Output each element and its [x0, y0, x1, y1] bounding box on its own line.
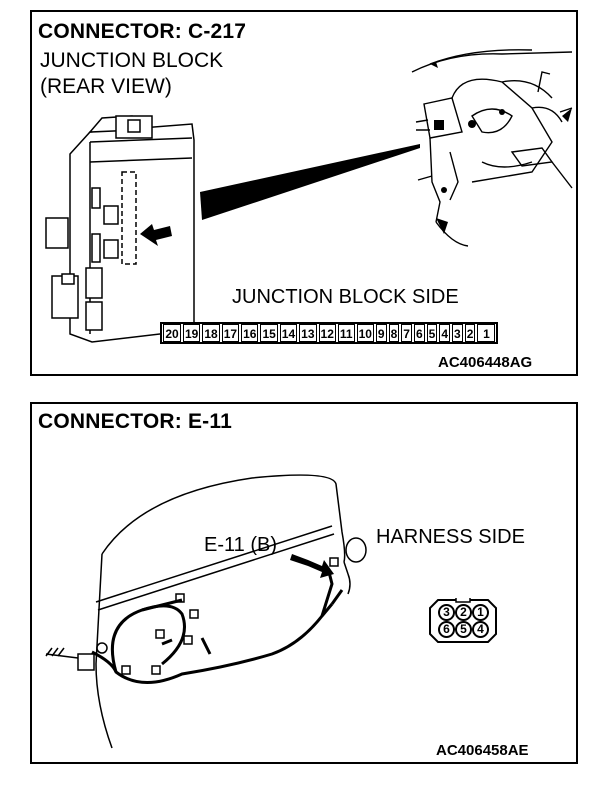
pin-1: 1 — [477, 324, 496, 342]
pin-6: 6 — [413, 324, 425, 342]
pin-1: 1 — [472, 604, 489, 621]
connector-c217-panel: CONNECTOR: C-217 JUNCTION BLOCK (REAR VI… — [30, 10, 578, 376]
pin-15: 15 — [260, 324, 278, 342]
pin-17: 17 — [221, 324, 240, 342]
pin-20: 20 — [163, 324, 181, 342]
pin-16: 16 — [241, 324, 259, 342]
pin-9: 9 — [375, 324, 387, 342]
door-harness-illustration — [45, 474, 367, 749]
harness-side-label: HARNESS SIDE — [376, 526, 525, 548]
panel-title: CONNECTOR: E-11 — [38, 410, 232, 433]
pin-12: 12 — [318, 324, 336, 342]
pin-3: 3 — [452, 324, 463, 342]
subtitle-line-2: (REAR VIEW) — [40, 75, 172, 98]
pin-4: 4 — [439, 324, 451, 342]
pin-2: 2 — [464, 324, 476, 342]
pin-5: 5 — [426, 324, 438, 342]
pin-6: 6 — [438, 621, 455, 638]
figure-code: AC406458AE — [436, 742, 529, 759]
panel-title: CONNECTOR: C-217 — [38, 20, 247, 43]
pin-18: 18 — [202, 324, 220, 342]
pin-5: 5 — [455, 621, 472, 638]
junction-block-side-label: JUNCTION BLOCK SIDE — [232, 286, 459, 308]
pin-13: 13 — [299, 324, 317, 342]
figure-code: AC406448AG — [438, 354, 533, 371]
pin-2: 2 — [455, 604, 472, 621]
pin-3: 3 — [438, 604, 455, 621]
pin-14: 14 — [279, 324, 298, 342]
pin-4: 4 — [472, 621, 489, 638]
pin-10: 10 — [356, 324, 374, 342]
pin-8: 8 — [388, 324, 400, 342]
junction-block-illustration — [45, 49, 573, 343]
subtitle-line-1: JUNCTION BLOCK — [40, 49, 224, 72]
connector-callout: E-11 (B) — [204, 534, 277, 556]
pin-7: 7 — [401, 324, 412, 342]
pin-19: 19 — [183, 324, 201, 342]
pin-11: 11 — [337, 324, 355, 342]
connector-e11-panel: CONNECTOR: E-11 — [30, 402, 578, 764]
